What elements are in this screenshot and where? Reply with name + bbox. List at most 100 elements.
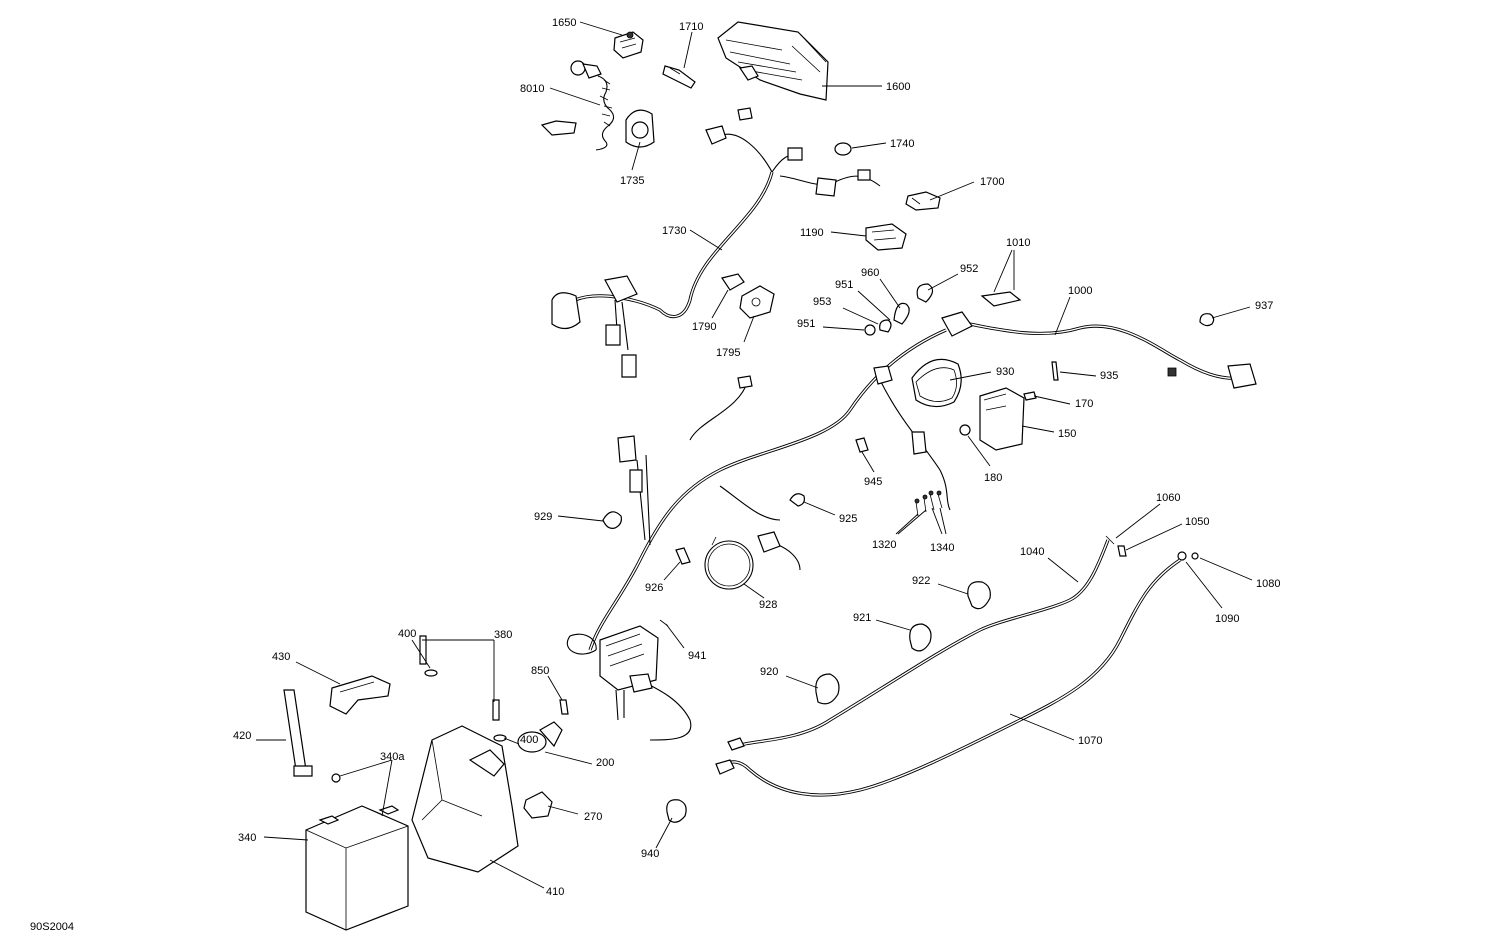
callout-1000: 1000 (1068, 285, 1092, 297)
callout-925: 925 (839, 513, 857, 525)
bracket-1710 (662, 65, 696, 89)
callout-951-upper: 951 (835, 279, 853, 291)
callout-400-upper: 400 (398, 628, 416, 640)
callout-1080: 1080 (1256, 578, 1280, 590)
callout-1060: 1060 (1156, 492, 1180, 504)
harness-branch-left (617, 375, 753, 546)
cover-930 (911, 358, 962, 408)
callout-420: 420 (233, 730, 251, 742)
part-drawings (283, 21, 1257, 931)
callout-941: 941 (688, 650, 706, 662)
callout-180: 180 (984, 472, 1002, 484)
callout-935: 935 (1100, 370, 1118, 382)
callout-1650: 1650 (552, 17, 576, 29)
callout-1735: 1735 (620, 175, 644, 187)
callout-926: 926 (645, 582, 663, 594)
pins-1320-1340 (914, 490, 943, 517)
callout-8010: 8010 (520, 83, 544, 95)
nut-180 (959, 424, 971, 436)
callout-930: 930 (996, 366, 1014, 378)
callout-200: 200 (596, 757, 614, 769)
callout-850: 850 (531, 665, 549, 677)
callout-1700: 1700 (980, 176, 1004, 188)
callout-1040: 1040 (1020, 546, 1044, 558)
clip-952 (916, 283, 934, 303)
bolt-380-upper (419, 635, 427, 665)
clamp-940 (666, 799, 687, 823)
switch-1700 (905, 191, 941, 211)
bracket-430 (329, 675, 391, 715)
callout-1730: 1730 (662, 225, 686, 237)
tether-cord-8010 (540, 60, 615, 151)
callout-952: 952 (960, 263, 978, 275)
bolt-935 (1051, 361, 1059, 381)
instrument-cluster-1600 (717, 21, 829, 101)
clamp-929 (602, 511, 622, 529)
callout-270: 270 (584, 811, 602, 823)
battery-tray-410 (411, 725, 519, 873)
callout-410: 410 (546, 886, 564, 898)
callout-150: 150 (1058, 428, 1076, 440)
callout-430: 430 (272, 651, 290, 663)
bolt-380-lower (492, 699, 500, 721)
screw-340a-left (331, 773, 341, 783)
callout-380: 380 (494, 629, 512, 641)
clamp-ring-928 (704, 536, 754, 590)
clamp-921 (909, 623, 932, 652)
callout-929: 929 (534, 511, 552, 523)
clip-926 (675, 547, 691, 565)
module-150 (979, 387, 1025, 451)
callout-1740: 1740 (890, 138, 914, 150)
module-1795 (739, 285, 775, 319)
key-switch-1650 (613, 31, 644, 59)
nut-1080 (1191, 552, 1199, 560)
callout-1050: 1050 (1185, 516, 1209, 528)
callout-937: 937 (1255, 300, 1273, 312)
washer-400-upper (424, 669, 438, 677)
callout-170: 170 (1075, 398, 1093, 410)
connector-270 (523, 791, 553, 819)
cable-1070 (715, 558, 1181, 797)
fastener-850 (559, 699, 569, 715)
washer-400-lower (493, 734, 507, 742)
connector-1190 (865, 223, 907, 251)
clamp-920 (815, 673, 840, 705)
callout-1795: 1795 (716, 347, 740, 359)
pin-1060 (1105, 535, 1115, 545)
bracket-1010 (980, 291, 1022, 307)
strap-420 (283, 689, 313, 777)
connector-1790 (721, 273, 745, 291)
fuse-box (567, 625, 692, 741)
clip-937 (1199, 313, 1215, 327)
callout-1790: 1790 (692, 321, 716, 333)
battery-340 (305, 805, 409, 931)
clip-953 (879, 319, 892, 333)
callout-920: 920 (760, 666, 778, 678)
callout-940: 940 (641, 848, 659, 860)
callout-922: 922 (912, 575, 930, 587)
leader-lines (256, 21, 1253, 889)
solenoid-200 (517, 721, 563, 753)
callout-921: 921 (853, 612, 871, 624)
callout-1600: 1600 (886, 81, 910, 93)
cable-1040 (727, 539, 1110, 751)
callout-1070: 1070 (1078, 735, 1102, 747)
harness-1730 (551, 107, 881, 378)
clamp-922 (967, 581, 991, 610)
clip-945 (855, 437, 869, 453)
callout-1340: 1340 (930, 542, 954, 554)
callout-928: 928 (759, 599, 777, 611)
callout-1710: 1710 (679, 21, 703, 33)
screw-170 (1023, 391, 1037, 401)
callout-1010: 1010 (1006, 237, 1030, 249)
dess-post-1735 (625, 109, 655, 148)
callout-400-lower: 400 (520, 734, 538, 746)
callout-340a: 340a (380, 751, 405, 763)
callout-1090: 1090 (1215, 613, 1239, 625)
clip-960 (893, 302, 910, 325)
clip-925 (789, 493, 805, 507)
grommet-1740 (834, 142, 852, 156)
callout-1190: 1190 (800, 227, 824, 239)
callout-340: 340 (238, 832, 256, 844)
